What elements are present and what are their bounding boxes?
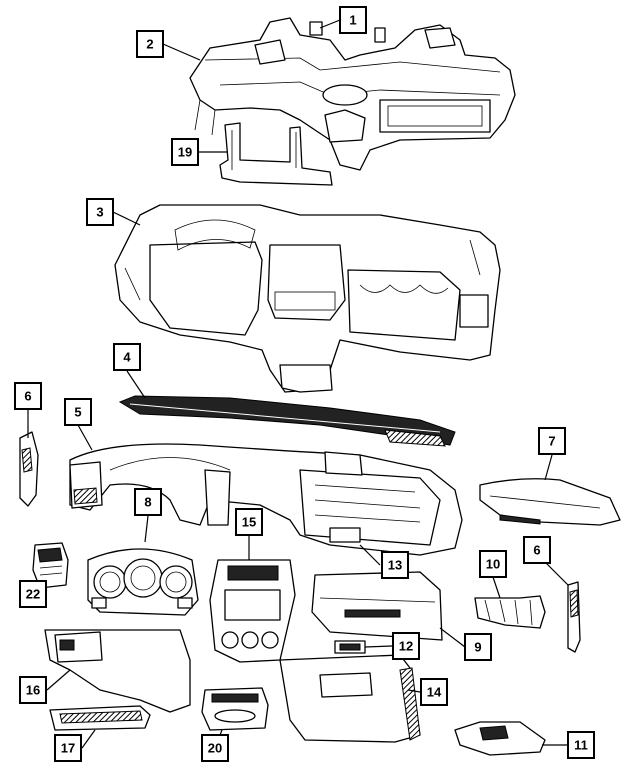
callout-14: 14 (420, 678, 448, 706)
svg-text:14: 14 (427, 685, 442, 700)
svg-text:20: 20 (208, 741, 222, 756)
part-5-instrument-panel-upper (69, 443, 463, 556)
svg-text:3: 3 (96, 205, 103, 220)
callout-17: 17 (54, 734, 82, 762)
svg-text:19: 19 (178, 145, 192, 160)
part-6-right-end-cap (567, 581, 581, 653)
callout-12: 12 (392, 632, 420, 660)
callout-7: 7 (538, 427, 566, 455)
part-11-module (454, 721, 546, 756)
svg-text:5: 5 (74, 405, 81, 420)
part-12-latch (334, 640, 366, 654)
part-17-lower-trim (49, 705, 151, 731)
svg-text:17: 17 (61, 741, 75, 756)
callout-4: 4 (113, 343, 141, 371)
callout-9: 9 (464, 633, 492, 661)
part-14-glovebox-bin (279, 654, 421, 743)
part-7-trim-panel (479, 478, 621, 526)
leader-lines (27, 19, 569, 749)
svg-text:4: 4 (123, 350, 131, 365)
part-19-bracket (219, 122, 333, 186)
svg-text:7: 7 (548, 434, 555, 449)
part-6-left-end-cap (19, 431, 39, 507)
part-8-instrument-cluster (87, 548, 199, 616)
svg-text:22: 22 (26, 587, 40, 602)
callout-5: 5 (64, 398, 92, 426)
callout-22: 22 (19, 580, 47, 608)
callout-19: 19 (171, 138, 199, 166)
callout-6-right: 6 (523, 536, 551, 564)
callout-13: 13 (381, 551, 409, 579)
svg-text:6: 6 (24, 389, 31, 404)
callout-2: 2 (136, 30, 164, 58)
svg-text:9: 9 (474, 640, 481, 655)
part-15-center-bezel (209, 559, 296, 663)
svg-text:10: 10 (486, 557, 500, 572)
part-20-lower-center-bezel (201, 687, 269, 731)
part-16-knee-bolster (44, 629, 191, 713)
part-2-cross-car-beam (189, 17, 516, 171)
svg-text:12: 12 (399, 639, 413, 654)
part-3-instrument-panel-carrier (114, 204, 501, 393)
callout-15: 15 (235, 508, 263, 536)
svg-text:2: 2 (146, 37, 153, 52)
callout-8: 8 (134, 488, 162, 516)
callout-20: 20 (201, 734, 229, 762)
callout-3: 3 (86, 198, 114, 226)
callout-16: 16 (19, 676, 47, 704)
svg-text:16: 16 (26, 683, 40, 698)
callout-6-left: 6 (14, 382, 42, 410)
svg-text:15: 15 (242, 515, 256, 530)
part-4-defroster-strip (118, 395, 456, 447)
part-22-vent-module (32, 542, 69, 589)
svg-text:13: 13 (388, 558, 402, 573)
callout-10: 10 (479, 550, 507, 578)
part-9-glovebox-door (311, 571, 443, 641)
svg-text:8: 8 (144, 495, 151, 510)
svg-text:11: 11 (574, 738, 588, 753)
callout-11: 11 (567, 731, 595, 759)
svg-text:6: 6 (533, 543, 540, 558)
part-10-glovebox-insert (474, 595, 546, 629)
svg-text:1: 1 (349, 13, 356, 28)
callout-1: 1 (339, 6, 367, 34)
